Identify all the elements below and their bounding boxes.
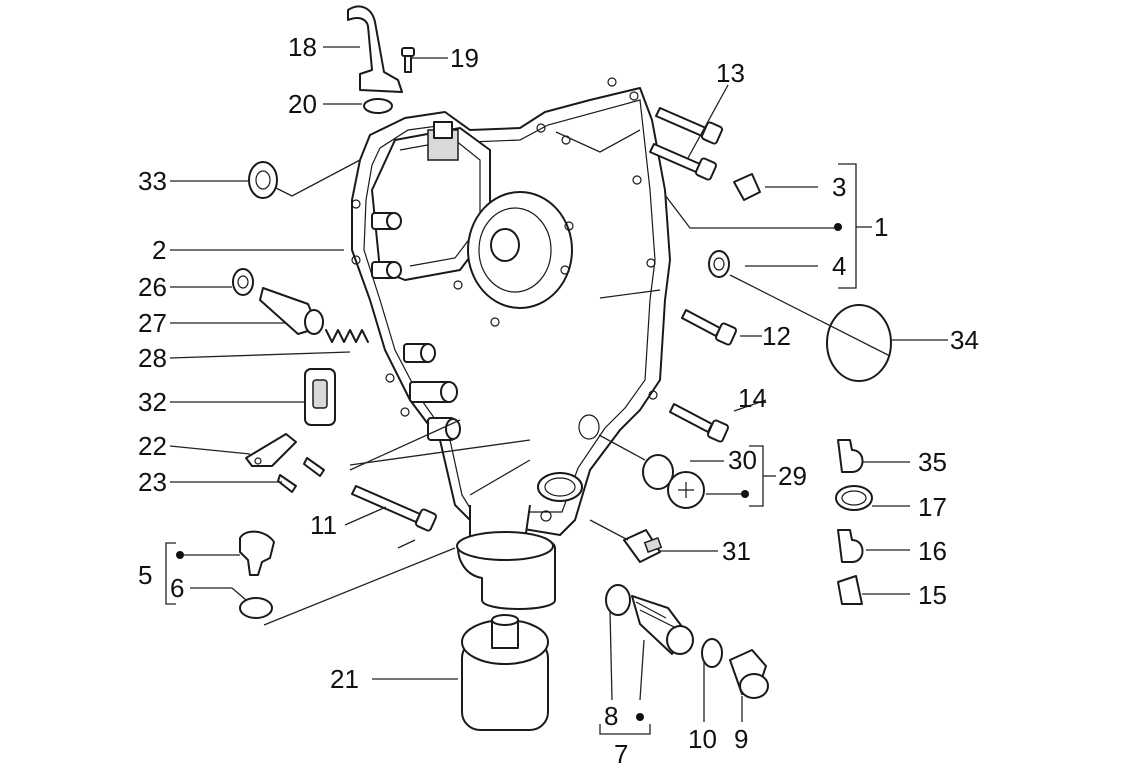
callout-20: 20 bbox=[288, 89, 317, 119]
bolt-11-part bbox=[351, 485, 421, 523]
callout-35: 35 bbox=[918, 447, 947, 477]
hose-clamp-17-part bbox=[835, 485, 873, 511]
oil-pipe-part bbox=[347, 5, 403, 93]
seal-4-part bbox=[708, 250, 730, 278]
o-ring-10-part bbox=[701, 638, 723, 668]
callout-21: 21 bbox=[330, 664, 359, 694]
sensor-31-part bbox=[623, 529, 661, 563]
callout-12: 12 bbox=[762, 321, 791, 351]
callout-11: 11 bbox=[310, 510, 337, 540]
callout-14: 14 bbox=[738, 383, 767, 413]
callout-4: 4 bbox=[832, 251, 846, 281]
callout-28: 28 bbox=[138, 343, 167, 373]
crankcase-cover bbox=[351, 77, 671, 610]
spring-28-part bbox=[325, 329, 369, 343]
callout-5: 5 bbox=[138, 560, 152, 590]
callout-8: 8 bbox=[604, 701, 618, 731]
callout-13: 13 bbox=[716, 58, 745, 88]
callout-2: 2 bbox=[152, 235, 166, 265]
screw-23-part bbox=[277, 474, 297, 493]
callout-17: 17 bbox=[918, 492, 947, 522]
o-ring-34-part bbox=[826, 304, 892, 382]
clamp-35-part bbox=[837, 439, 864, 473]
callout-29: 29 bbox=[778, 461, 807, 491]
o-ring-30-part bbox=[642, 454, 674, 490]
callout-15: 15 bbox=[918, 580, 947, 610]
bolt-12-part bbox=[681, 309, 721, 337]
callout-34: 34 bbox=[950, 325, 979, 355]
dipstick-5-part bbox=[239, 530, 275, 576]
callout-10: 10 bbox=[688, 724, 717, 754]
callout-23: 23 bbox=[138, 467, 167, 497]
screw-19-part bbox=[401, 47, 415, 57]
callout-18: 18 bbox=[288, 32, 317, 62]
callout-31: 31 bbox=[722, 536, 751, 566]
callout-6: 6 bbox=[170, 573, 184, 603]
seal-33-part bbox=[248, 161, 278, 199]
plug-3-part bbox=[733, 173, 761, 201]
clip-15-part bbox=[837, 575, 863, 605]
callout-1: 1 bbox=[874, 212, 888, 242]
callout-32: 32 bbox=[138, 387, 167, 417]
callout-7: 7 bbox=[614, 739, 628, 768]
bolt-13-upper-part bbox=[655, 107, 707, 137]
seal-26-part bbox=[232, 268, 254, 296]
callout-labels: 18 19 20 33 2 26 27 28 32 22 23 11 5 6 2… bbox=[138, 32, 979, 768]
bracket-22-part bbox=[245, 433, 297, 467]
parts-small bbox=[232, 5, 892, 731]
callout-3: 3 bbox=[832, 172, 846, 202]
callout-19: 19 bbox=[450, 43, 479, 73]
callout-9: 9 bbox=[734, 724, 748, 754]
o-ring-8-part bbox=[605, 584, 631, 616]
leader-lines bbox=[165, 46, 948, 735]
o-ring-20-part bbox=[363, 98, 393, 114]
callout-22: 22 bbox=[138, 431, 167, 461]
callout-26: 26 bbox=[138, 272, 167, 302]
callout-16: 16 bbox=[918, 536, 947, 566]
clamp-16-part bbox=[837, 529, 864, 563]
callout-30: 30 bbox=[728, 445, 757, 475]
callout-33: 33 bbox=[138, 166, 167, 196]
o-ring-6-part bbox=[239, 597, 273, 619]
bolt-14-part bbox=[669, 403, 713, 433]
callout-27: 27 bbox=[138, 308, 167, 338]
